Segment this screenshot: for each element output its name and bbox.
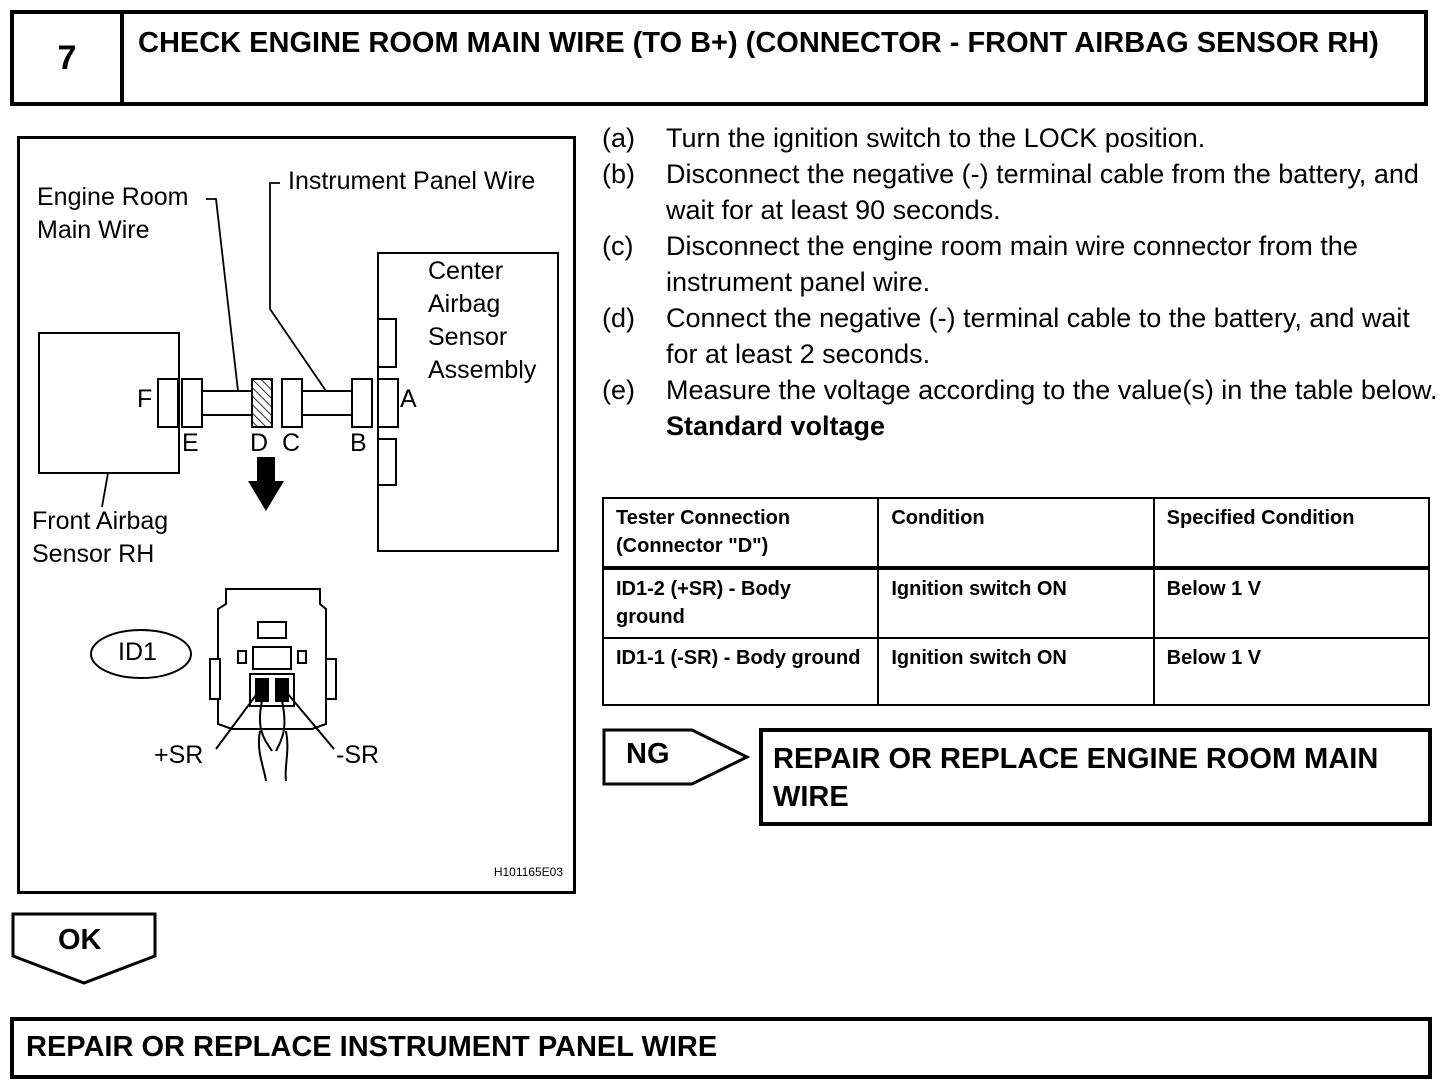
instrument-panel-wire-label: Instrument Panel Wire — [288, 167, 536, 195]
step-text: Disconnect the negative (-) terminal cab… — [666, 159, 1419, 225]
ok-label: OK — [58, 924, 102, 956]
down-arrow-icon — [248, 457, 284, 511]
table-header-cell: Tester Connection (Connector "D") — [601, 497, 880, 570]
center-airbag-label-1: Center — [428, 257, 504, 285]
center-airbag-label-4: Assembly — [428, 356, 537, 384]
minus-sr-label: -SR — [336, 741, 380, 769]
connector-id-label: ID1 — [118, 638, 157, 666]
center-airbag-label-2: Airbag — [428, 290, 501, 318]
connector-letter-a: A — [400, 385, 417, 413]
table-header-row: Tester Connection (Connector "D") Condit… — [601, 497, 1431, 570]
table-cell: ID1-1 (-SR) - Body ground — [601, 637, 880, 706]
table-cell: Ignition switch ON — [877, 637, 1155, 706]
step-tag: (c) — [602, 231, 634, 261]
connector-letter-d: D — [250, 429, 269, 457]
table-header-cell: Specified Condition — [1152, 497, 1431, 570]
table-row: ID1-2 (+SR) - Body ground Ignition switc… — [601, 567, 1431, 639]
connector-e — [181, 378, 203, 428]
step-b: (b) Disconnect the negative (-) terminal… — [602, 156, 1442, 228]
connector-letter-b: B — [350, 429, 367, 457]
step-tag: (a) — [602, 123, 635, 153]
plus-sr-label: +SR — [154, 741, 204, 769]
procedure-steps: (a) Turn the ignition switch to the LOCK… — [602, 120, 1442, 444]
step-c: (c) Disconnect the engine room main wire… — [602, 228, 1442, 300]
step-text: Measure the voltage according to the val… — [666, 375, 1438, 405]
standard-voltage-heading: Standard voltage — [666, 411, 886, 441]
table-row: ID1-1 (-SR) - Body ground Ignition switc… — [601, 637, 1431, 706]
connector-letter-c: C — [282, 429, 301, 457]
step-number: 7 — [14, 14, 124, 102]
connector-d — [251, 378, 273, 428]
connector-id-ellipse — [90, 629, 192, 679]
table-header-cell: Condition — [877, 497, 1155, 570]
connector-a — [377, 378, 399, 428]
step-tag: (d) — [602, 303, 635, 333]
table-cell: Ignition switch ON — [877, 567, 1155, 639]
step-d: (d) Connect the negative (-) terminal ca… — [602, 300, 1442, 372]
front-airbag-sensor-label-1: Front Airbag — [32, 507, 169, 535]
connector-face-drawing — [209, 588, 337, 782]
front-airbag-sensor-box — [38, 332, 180, 474]
center-airbag-sensor-box — [377, 252, 559, 552]
wiring-diagram-drawing — [38, 182, 559, 782]
connector-letter-f: F — [137, 385, 153, 413]
wiring-diagram: Engine Room Main Wire Instrument Panel W… — [17, 136, 576, 894]
front-airbag-sensor-label-2: Sensor RH — [32, 540, 155, 568]
table-cell: Below 1 V — [1152, 567, 1431, 639]
step-text: Connect the negative (-) terminal cable … — [666, 303, 1410, 369]
step-tag: (b) — [602, 159, 635, 189]
step-text: Disconnect the engine room main wire con… — [666, 231, 1358, 297]
connector-f — [157, 378, 179, 428]
table-cell: ID1-2 (+SR) - Body ground — [601, 567, 880, 639]
connector-c — [281, 378, 303, 428]
step-title: CHECK ENGINE ROOM MAIN WIRE (TO B+) (CON… — [138, 27, 1379, 59]
center-airbag-label-3: Sensor — [428, 323, 508, 351]
step-text: Turn the ignition switch to the LOCK pos… — [666, 123, 1206, 153]
standard-voltage-table: Tester Connection (Connector "D") Condit… — [601, 497, 1431, 706]
step-a: (a) Turn the ignition switch to the LOCK… — [602, 120, 1442, 156]
step-header: 7 CHECK ENGINE ROOM MAIN WIRE (TO B+) (C… — [10, 10, 1428, 106]
engine-room-wire-label-1: Engine Room — [37, 183, 189, 211]
ng-result-box: REPAIR OR REPLACE ENGINE ROOM MAIN WIRE — [759, 728, 1432, 826]
figure-code: H101165E03 — [493, 865, 563, 879]
ng-label: NG — [626, 738, 670, 770]
engine-room-wire-label-2: Main Wire — [37, 216, 150, 244]
ng-arrow-icon — [602, 728, 751, 786]
ok-arrow-icon — [11, 912, 157, 985]
connector-b — [351, 378, 373, 428]
table-cell: Below 1 V — [1152, 637, 1431, 706]
step-e: (e) Measure the voltage according to the… — [602, 372, 1442, 408]
ok-result-box: REPAIR OR REPLACE INSTRUMENT PANEL WIRE — [10, 1017, 1432, 1079]
connector-letter-e: E — [182, 429, 199, 457]
step-tag: (e) — [602, 375, 635, 405]
